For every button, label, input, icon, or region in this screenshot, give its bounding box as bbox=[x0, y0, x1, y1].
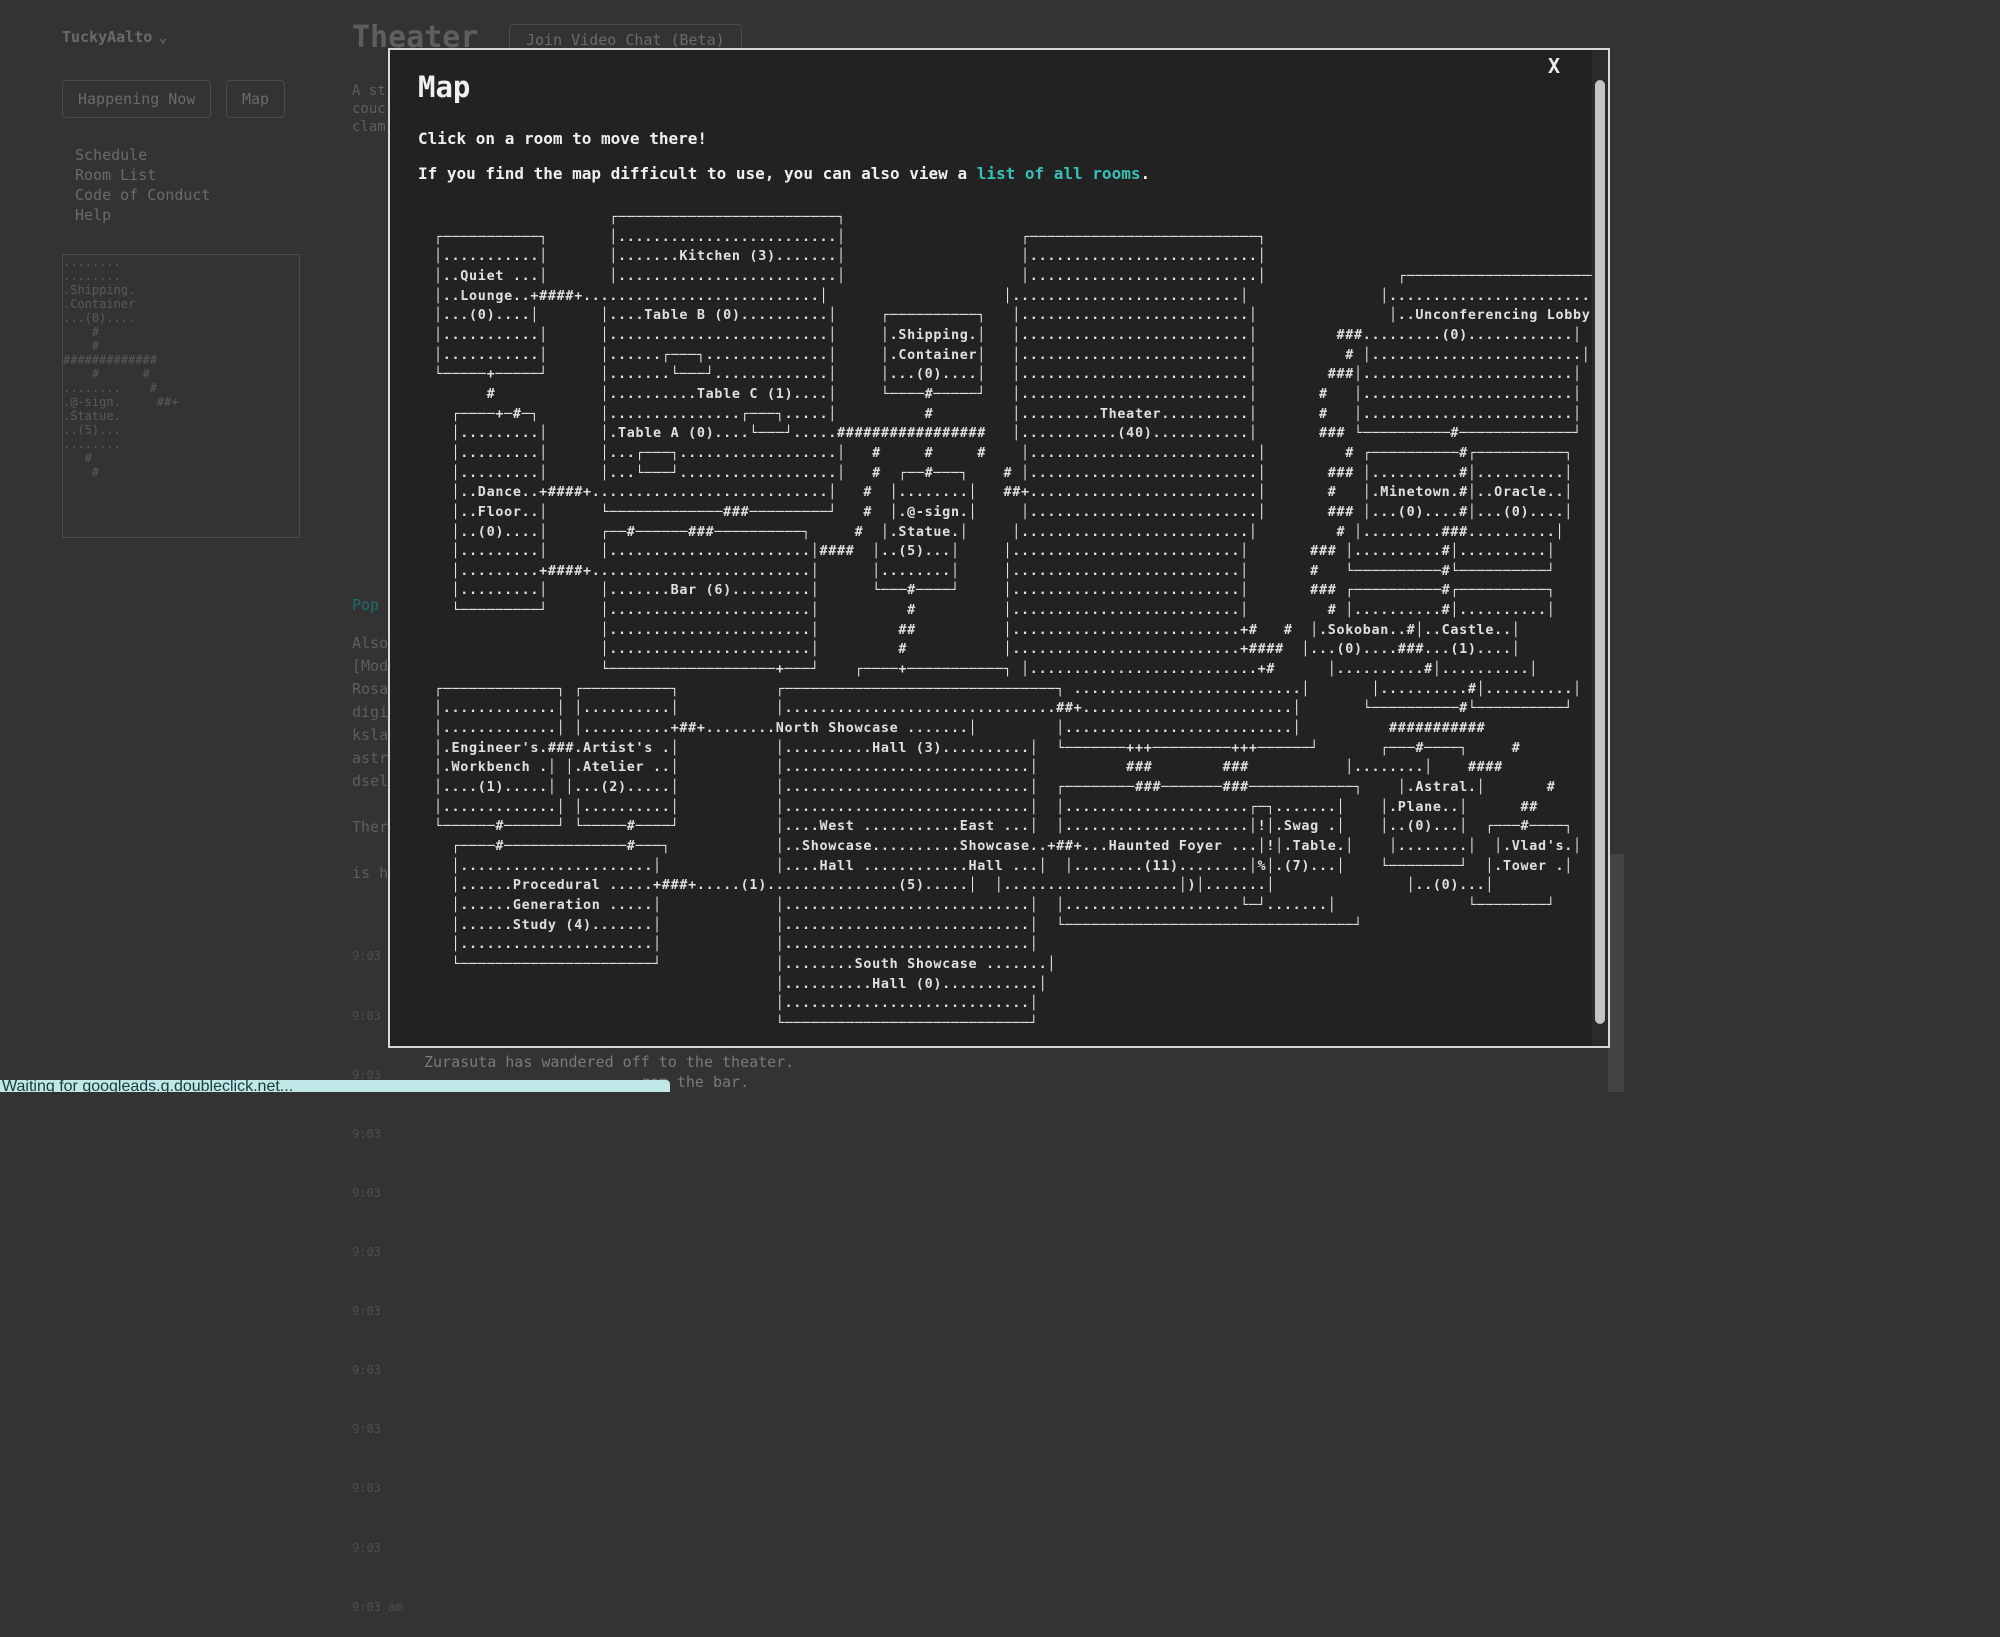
code-of-conduct-link[interactable]: Code of Conduct bbox=[75, 186, 211, 204]
side-links: Schedule Room List Code of Conduct Help bbox=[75, 145, 210, 225]
chat-timestamp: 9:03 bbox=[352, 1008, 381, 1023]
chat-timestamp: 9:03 bbox=[352, 1126, 381, 1141]
room-list-link[interactable]: Room List bbox=[75, 166, 157, 184]
chat-message: Zurasuta has wandered off to the theater… bbox=[424, 1053, 795, 1071]
status-bar: Waiting for googleads.g.doubleclick.net.… bbox=[0, 1080, 670, 1092]
map-instruction: Click on a room to move there! bbox=[418, 129, 707, 148]
chat-timestamp: 9:03 bbox=[352, 1481, 381, 1496]
room-description: A st couc clam bbox=[352, 83, 386, 135]
happening-now-button[interactable]: Happening Now bbox=[62, 80, 212, 118]
schedule-link[interactable]: Schedule bbox=[75, 146, 148, 164]
chat-timestamp: 9:03 bbox=[352, 1363, 381, 1378]
minimap[interactable]: ........ ........ .Shipping. .Container … bbox=[62, 254, 300, 538]
minimap-text: ........ ........ .Shipping. .Container … bbox=[63, 255, 179, 479]
close-button[interactable]: X bbox=[1548, 54, 1561, 78]
page-scrollbar[interactable] bbox=[1608, 854, 1624, 1092]
alt-prefix: If you find the map difficult to use, yo… bbox=[418, 164, 977, 183]
chat-timestamp: 9:03 bbox=[352, 1067, 381, 1082]
pop-link[interactable]: Pop bbox=[352, 596, 380, 614]
modal-title: Map bbox=[418, 70, 471, 104]
chat-timestamp: 9:03 bbox=[352, 1422, 381, 1437]
chat-timestamp: 9:03 am bbox=[352, 1599, 403, 1614]
chat-timestamp: 9:03 bbox=[352, 1244, 381, 1259]
ascii-map[interactable]: ┌─────────────────────────┐ ┌───────────… bbox=[434, 210, 1610, 1031]
chat-timestamp: 9:03 bbox=[352, 1185, 381, 1200]
username-label: TuckyAalto bbox=[62, 28, 153, 46]
modal-scrollbar-thumb[interactable] bbox=[1595, 80, 1605, 1024]
map-modal: Map X Click on a room to move there! If … bbox=[388, 48, 1610, 1048]
alt-suffix: . bbox=[1140, 164, 1151, 183]
room-notes: Also [Mod Rosa digi ksla astr dsel Ther … bbox=[352, 634, 389, 882]
user-menu[interactable]: TuckyAalto ⌄ bbox=[62, 28, 167, 46]
help-link[interactable]: Help bbox=[75, 206, 112, 224]
chevron-down-icon: ⌄ bbox=[158, 28, 168, 46]
map-button[interactable]: Map bbox=[226, 80, 286, 118]
map-alt-text: If you find the map difficult to use, yo… bbox=[418, 164, 1150, 183]
chat-timestamp: 9:03 bbox=[352, 1540, 381, 1555]
chat-timestamp: 9:03 bbox=[352, 949, 381, 964]
chat-timestamp: 9:03 bbox=[352, 1304, 381, 1319]
list-of-all-rooms-link[interactable]: list of all rooms bbox=[976, 164, 1141, 183]
